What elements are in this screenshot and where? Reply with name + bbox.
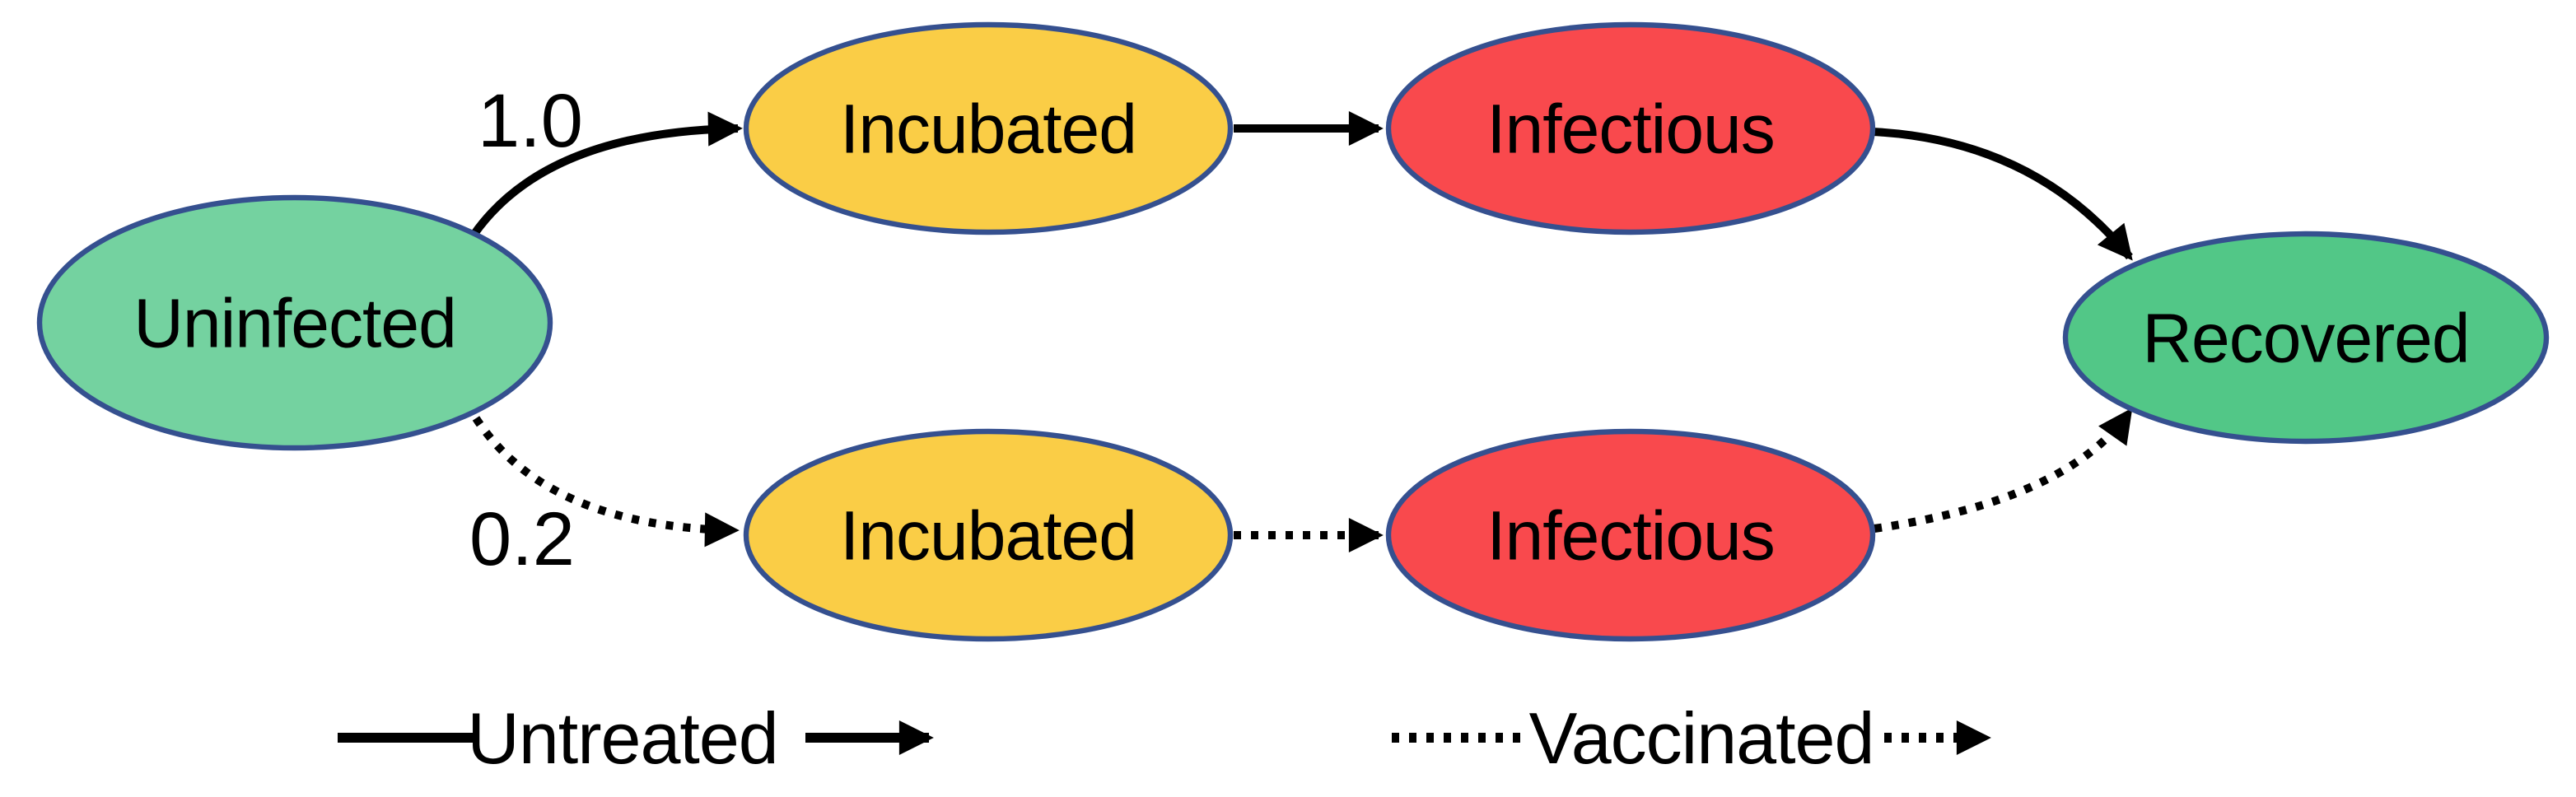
node-uninfected: Uninfected [36,194,553,451]
node-infectious-vaccinated-label: Infectious [1486,496,1775,574]
edge-uninfected-to-incubated-untreated [470,111,743,236]
node-infectious-untreated-label: Infectious [1486,90,1775,167]
node-incubated-vaccinated-shape [743,428,1234,642]
node-recovered-label: Recovered [2142,299,2469,376]
legend-untreated-label: Untreated [467,697,777,779]
node-incubated-untreated-shape [743,21,1234,235]
edge-infectious-to-recovered-vaccinated [1874,408,2134,533]
edge-uninfected-to-incubated-vaccinated [472,416,740,548]
node-infectious-untreated: Infectious [1385,21,1876,235]
legend-vaccinated-label: Vaccinated [1529,697,1874,779]
node-incubated-vaccinated-label: Incubated [840,496,1136,574]
node-incubated-untreated: Incubated [743,21,1234,235]
legend: Untreated Vaccinated [338,697,1991,779]
edge-label-untreated-rate: 1.0 [478,79,583,163]
node-recovered: Recovered [2062,231,2550,445]
node-uninfected-shape [36,194,553,451]
node-infectious-vaccinated: Infectious [1385,428,1876,642]
node-infectious-vaccinated-shape [1385,428,1876,642]
node-incubated-untreated-label: Incubated [840,90,1136,167]
edge-infectious-to-recovered-untreated [1872,128,2133,261]
edge-label-vaccinated-rate: 0.2 [469,497,575,581]
node-incubated-vaccinated: Incubated [743,428,1234,642]
node-infectious-untreated-shape [1385,21,1876,235]
node-recovered-shape [2062,231,2550,445]
node-uninfected-label: Uninfected [133,284,456,361]
